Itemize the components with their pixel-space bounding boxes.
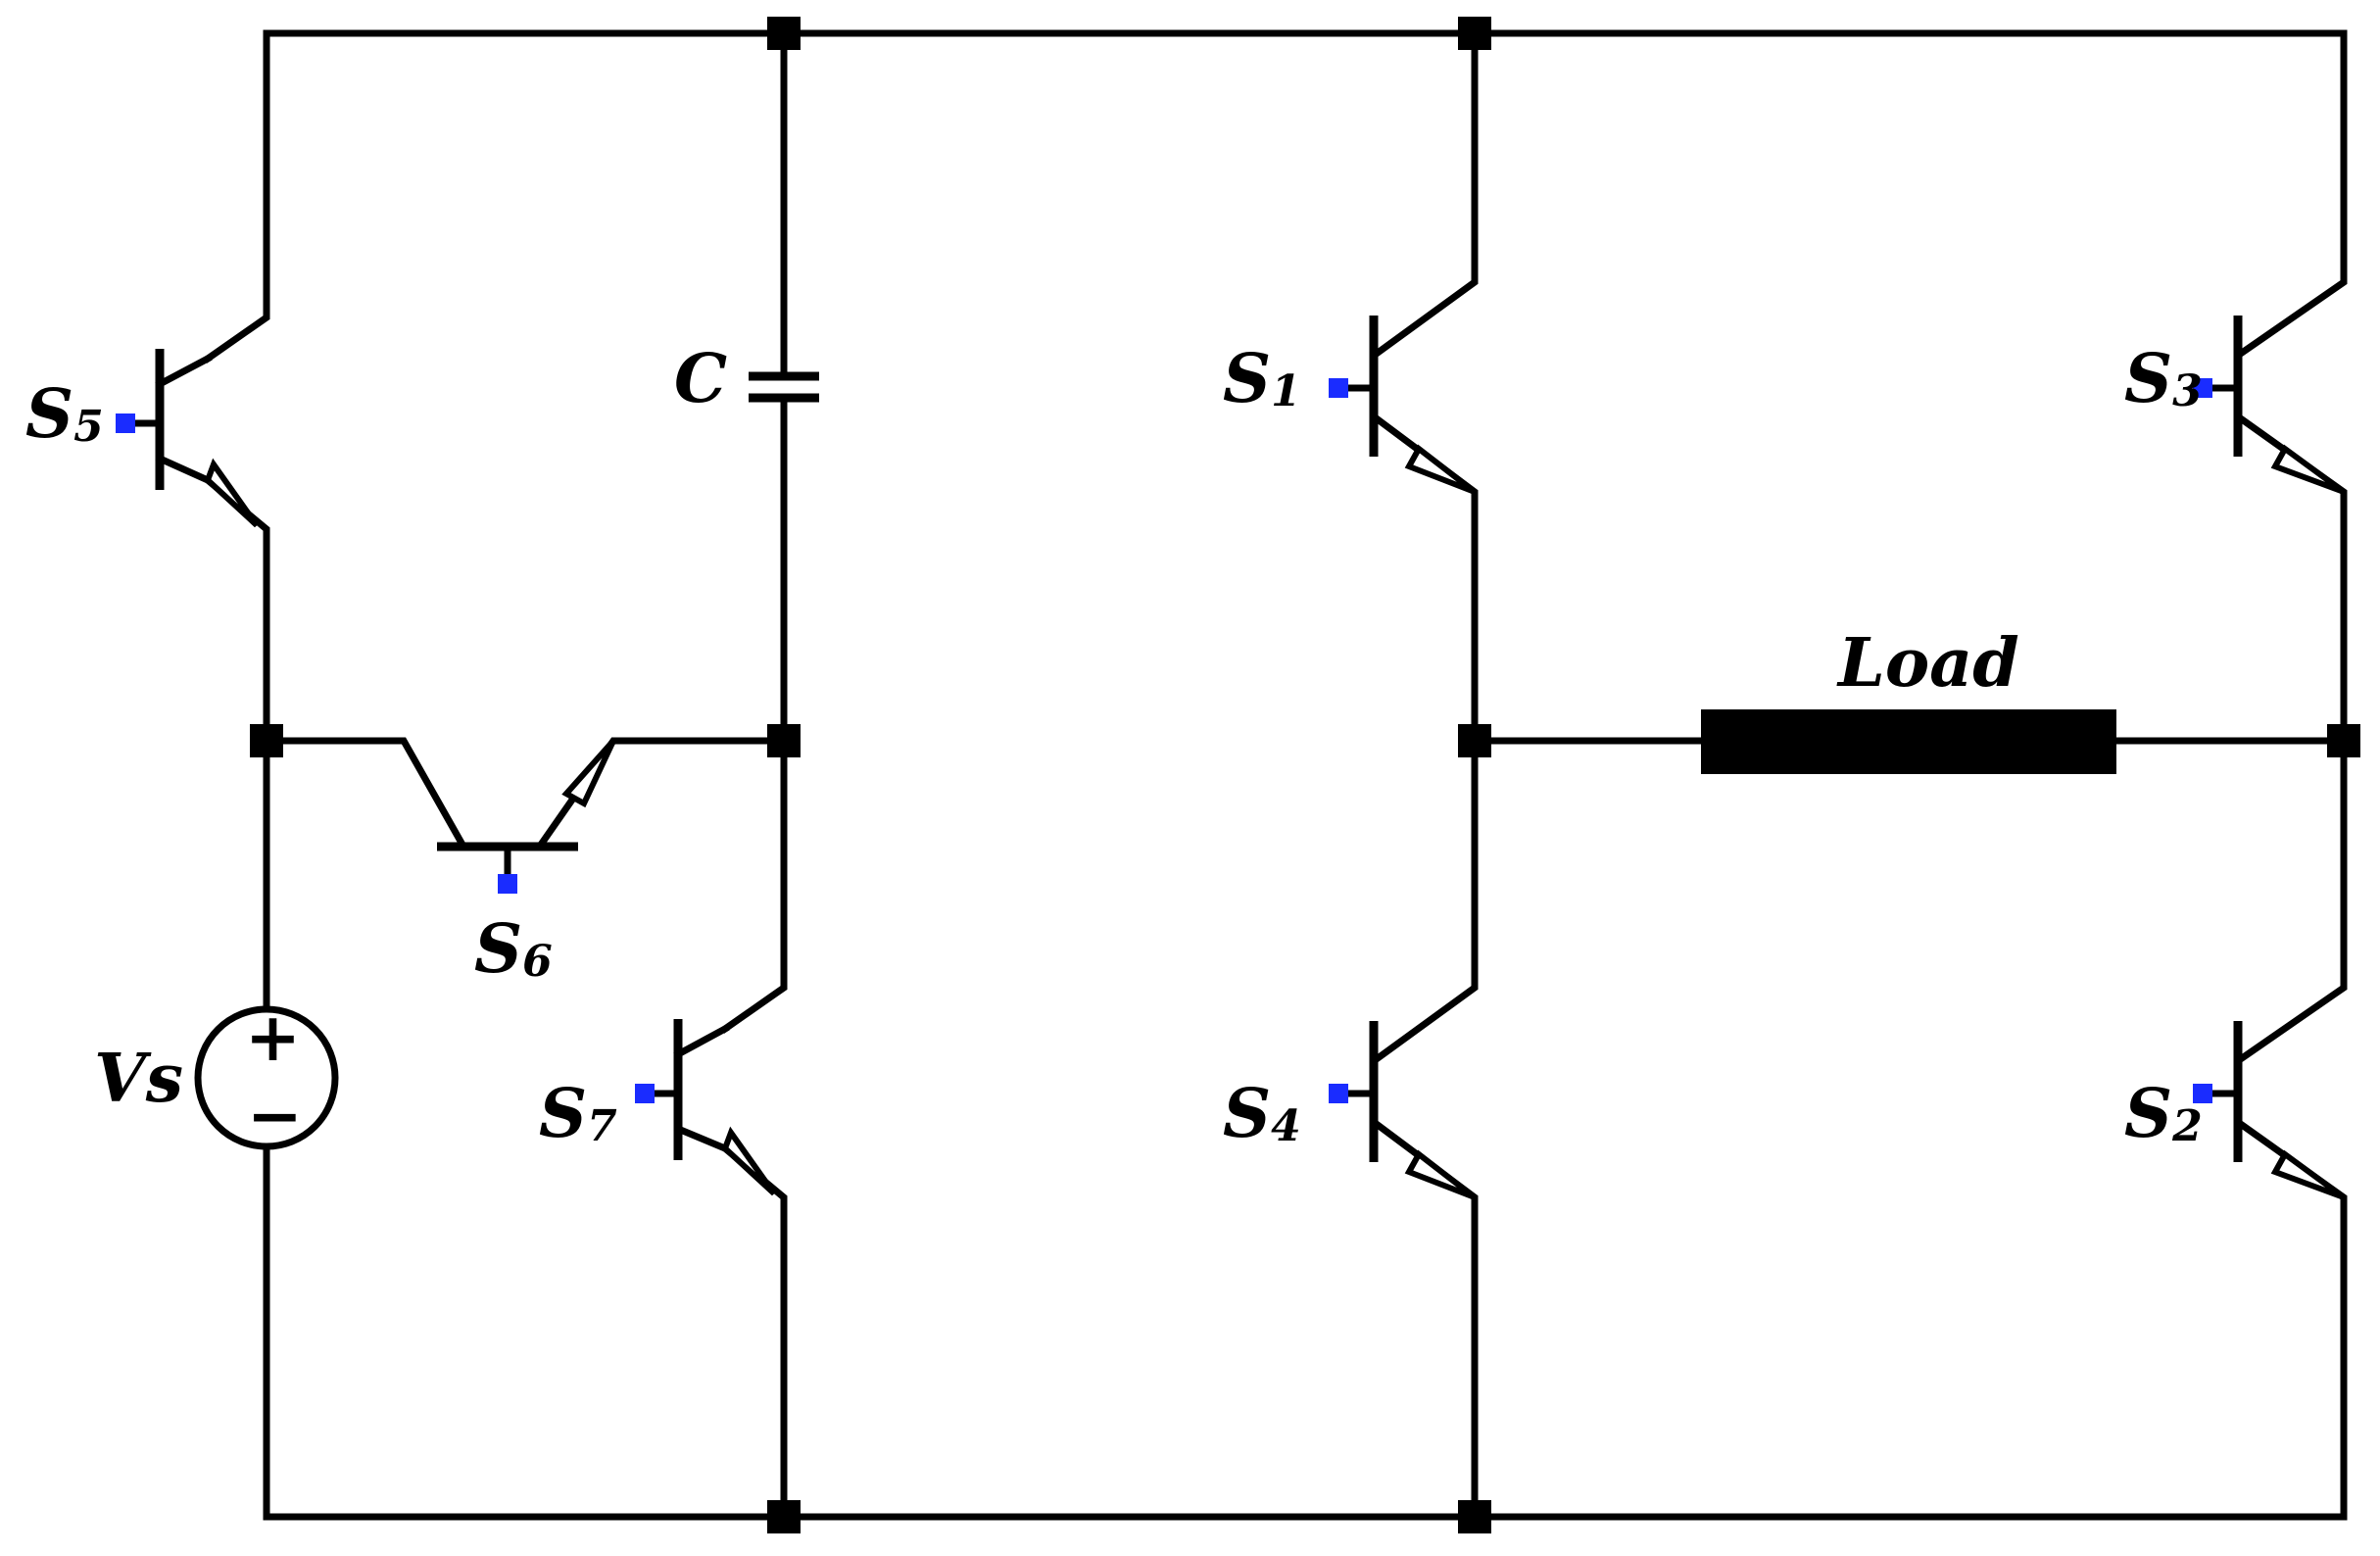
switch-s5 — [116, 349, 260, 528]
s5-emitter-arrow — [204, 458, 260, 528]
source-plus-sign: + — [245, 998, 301, 1077]
s4-gate-terminal — [1329, 1084, 1348, 1103]
leg-b-top — [2237, 29, 2348, 358]
s7-collector-lead — [673, 1024, 730, 1059]
switch-s2 — [2193, 1021, 2346, 1200]
node-mid-cap — [767, 724, 801, 757]
leg-a-top — [1373, 29, 1479, 358]
node-mid-leg-b — [2327, 724, 2360, 757]
s5-emitter-lead — [155, 454, 213, 485]
s6-gate-terminal — [498, 874, 517, 894]
junction-nodes — [250, 17, 2360, 1533]
s1-emitter-arrow — [1404, 444, 1477, 495]
node-mid-leg-a — [1458, 724, 1491, 757]
s6-emitter-arrow — [561, 739, 616, 808]
node-bottom-cap — [767, 1500, 801, 1533]
source-circle — [194, 1005, 339, 1150]
voltage-source — [194, 1005, 339, 1150]
s4-label: S4 — [1223, 1075, 1301, 1153]
switch-s4 — [1329, 1021, 1477, 1200]
s4-emitter-arrow — [1404, 1149, 1477, 1200]
wiring — [203, 29, 2348, 1521]
left-wire-top — [203, 29, 270, 364]
s2-gate-terminal — [2193, 1084, 2212, 1103]
s1-label: S1 — [1223, 340, 1301, 418]
s3-gate-terminal — [2193, 378, 2212, 398]
load-resistor — [1701, 709, 2116, 774]
s7-label: S7 — [539, 1075, 617, 1153]
node-mid-left — [250, 724, 283, 757]
s7-gate-terminal — [635, 1084, 655, 1103]
s7-wire-bottom — [720, 1143, 788, 1521]
capacitor-label: C — [674, 340, 727, 418]
s1-gate-terminal — [1329, 378, 1348, 398]
s2-label: S2 — [2124, 1075, 2203, 1153]
s6-wire-left — [263, 737, 467, 850]
s7-wire-top — [720, 737, 788, 1034]
load-label: Load — [1836, 624, 2019, 703]
source-label: Vs — [94, 1040, 183, 1118]
s5-gate-terminal — [116, 413, 135, 433]
labels: + − Vs C Load S5 S6 S7 S1 S4 S3 S2 — [25, 340, 2203, 1155]
s7-emitter-arrow — [721, 1126, 777, 1196]
node-bottom-leg-a — [1458, 1500, 1491, 1533]
s3-label: S3 — [2124, 340, 2203, 418]
left-wire-mid — [203, 475, 270, 745]
s7-emitter-lead — [673, 1124, 730, 1153]
node-top-cap — [767, 17, 801, 50]
s3-emitter-arrow — [2270, 444, 2346, 495]
switch-s7 — [635, 1019, 777, 1196]
s6-label: S6 — [474, 910, 553, 989]
switch-s3 — [2193, 316, 2346, 495]
switch-s6 — [437, 739, 616, 894]
s2-emitter-arrow — [2270, 1149, 2346, 1200]
s5-collector-lead — [155, 354, 213, 389]
node-top-leg-a — [1458, 17, 1491, 50]
s5-label: S5 — [25, 375, 104, 454]
switch-s1 — [1329, 316, 1477, 495]
source-minus-sign: − — [247, 1077, 303, 1155]
capacitor — [749, 371, 819, 403]
